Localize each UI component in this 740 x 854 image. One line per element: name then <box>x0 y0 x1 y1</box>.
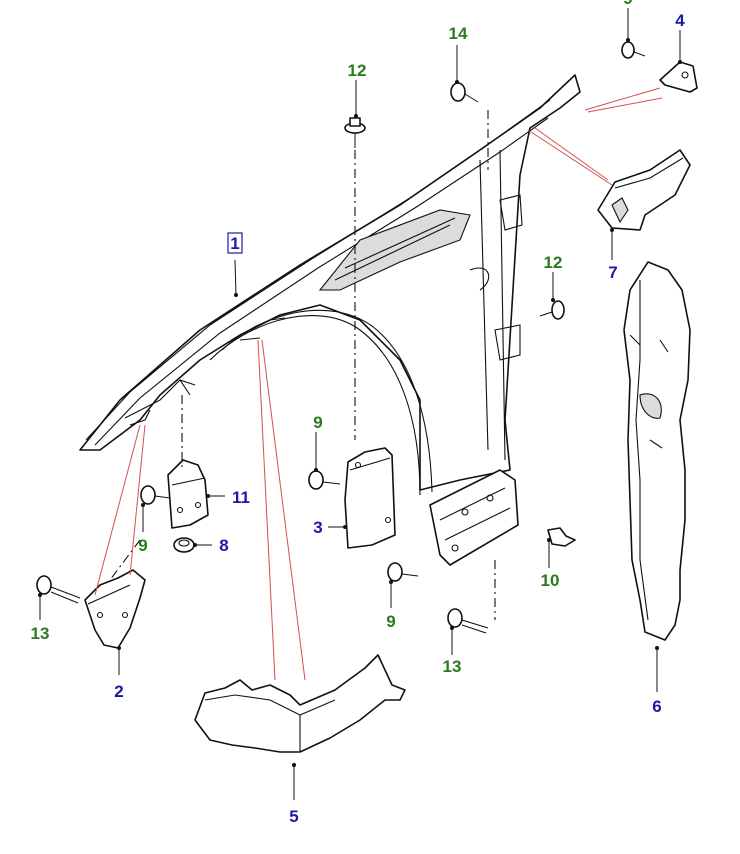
bracket-part-3 <box>344 447 396 549</box>
label-9-top-right: 9 <box>623 0 632 8</box>
bolt-13-right <box>447 608 489 634</box>
screw-9-left <box>140 485 171 505</box>
screw-14 <box>450 82 479 103</box>
label-13-right: 13 <box>443 657 462 676</box>
grommet-part-8 <box>173 537 195 553</box>
label-1-box <box>227 232 243 254</box>
stud-12-top <box>344 117 366 148</box>
bolt-13-left <box>36 575 81 604</box>
bracket-part-7 <box>597 149 691 231</box>
label-7: 7 <box>608 263 617 282</box>
label-14: 14 <box>449 24 468 43</box>
label-9-lower: 9 <box>386 612 395 631</box>
label-10: 10 <box>541 571 560 590</box>
label-5: 5 <box>289 807 298 826</box>
bracket-part-2 <box>84 569 146 649</box>
insulator-part-6 <box>623 261 691 641</box>
label-leaders <box>38 8 682 800</box>
screw-9-mid <box>308 470 341 490</box>
label-3: 3 <box>313 518 322 537</box>
label-9-mid: 9 <box>313 413 322 432</box>
screw-9-lower <box>387 562 419 582</box>
label-12-top: 12 <box>348 61 367 80</box>
label-11: 11 <box>232 488 250 507</box>
label-13-left: 13 <box>31 624 50 643</box>
assembly-lines <box>109 110 496 620</box>
fasteners <box>36 41 646 634</box>
label-4: 4 <box>675 11 685 30</box>
label-1: 1 <box>230 234 239 253</box>
bracket-part-4 <box>659 61 698 93</box>
bracket-part-11 <box>167 459 209 529</box>
clip-10 <box>547 527 576 547</box>
label-2: 2 <box>114 682 123 701</box>
label-12-right: 12 <box>544 253 563 272</box>
screw-9-top-right <box>621 41 646 59</box>
fender-part-1 <box>79 74 581 566</box>
stud-12-right <box>539 300 565 320</box>
label-8: 8 <box>219 536 228 555</box>
part-number-labels: 1 2 3 4 5 6 7 8 9 9 9 9 10 11 12 12 13 1… <box>31 0 686 826</box>
label-6: 6 <box>652 697 661 716</box>
red-leader-lines <box>94 87 663 681</box>
splash-shield-part-5 <box>194 654 406 753</box>
label-9-left: 9 <box>138 536 147 555</box>
